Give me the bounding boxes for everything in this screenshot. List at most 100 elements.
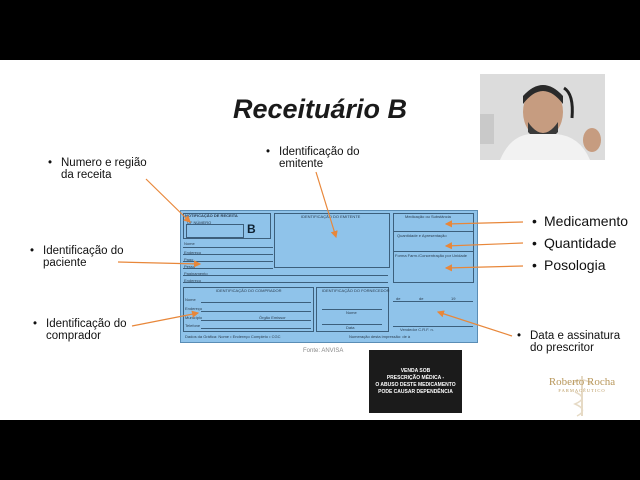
form-right-field: Forma Farm./Concentração por Unidade [395,253,468,258]
form-date-mark: de [419,296,424,301]
form-field: Endereço [184,278,202,283]
form-vendedor: Vendedor C.R.F. n. [400,327,434,332]
annotation-arrows [117,171,524,337]
label-line: Numero e região [61,157,147,169]
form-line [183,268,273,269]
form-line [322,324,382,325]
form-line [183,254,273,255]
form-emitente-box [274,213,390,268]
label-identificacao-emitente: • Identificação do emitente [266,146,360,170]
caduceus-icon [571,376,593,417]
form-emitente-header: IDENTIFICAÇÃO DO EMITENTE [301,214,361,219]
label-line: Identificação do [279,146,360,158]
form-comprador-header: IDENTIFICAÇÃO DO COMPRADOR [216,288,282,293]
brand-subtitle: FARMACÊUTICO [543,388,621,393]
form-line [201,311,311,312]
form-field: Pesso [184,264,196,269]
label-line: emitente [279,158,324,170]
form-right-field: Medicação ou Substância [405,214,451,219]
warning-line: O ABUSO DESTE MEDICAMENTO [375,382,456,388]
label-quantidade: • Quantidade [532,235,617,251]
label-line: Identificação do [46,318,127,330]
form-number-box [186,224,244,238]
form-medicamento-box [393,213,474,283]
warning-line: PODE CAUSAR DEPENDÊNCIA [378,389,453,395]
bullet: • [532,257,537,273]
form-field: Paginamento [184,271,208,276]
arrow [117,260,202,268]
presentation-slide: Receituário B • Numero e região da recei… [0,60,640,420]
form-line [393,301,473,302]
form-comprador-field: Telefone [185,323,201,328]
label-identificacao-paciente: • Identificação do paciente [30,245,124,269]
warning-line: VENDA SOB [400,368,431,374]
form-line [201,320,311,321]
form-field: Nome [184,241,195,246]
arrow [145,178,191,223]
form-fornecedor-box [316,287,389,332]
presenter-figure [480,74,605,160]
label-data-assinatura: • Data e assinatura do prescritor [517,330,621,354]
arrow [131,310,200,327]
arrow [444,220,524,228]
warning-label-image: VENDA SOB PRESCRIÇÃO MÉDICA - O ABUSO DE… [369,350,462,413]
form-comprador-field: Endereço [185,306,203,311]
form-line [183,275,388,276]
form-line [183,261,273,262]
bullet: • [33,318,38,330]
form-fornecedor-header: IDENTIFICAÇÃO DO FORNECEDOR [322,288,390,293]
bullet: • [532,235,537,251]
label-numero-regiao: • Numero e região da receita [48,157,147,181]
form-date-mark: de [396,296,401,301]
arrow [436,310,513,337]
form-fornecedor-field: Data [346,325,355,330]
brand-name: Roberto Rocha [548,376,616,388]
bullet: • [517,330,522,342]
prescription-form-image: NOTIFICAÇÃO DE RECEITA UF NÚMERO B IDENT… [180,210,478,343]
form-right-field: Quantidade e Apresentação [397,233,447,238]
arrow [444,264,524,272]
slide-title: Receituário B [233,94,408,124]
bullet: • [30,245,35,257]
form-footer-right: Numeração desta impressão: de à [349,334,411,339]
form-line [201,302,311,303]
form-field: Endereço [184,250,202,255]
form-header-box [183,213,271,239]
label-posologia: • Posologia [532,257,606,273]
bullet: • [48,157,53,169]
label-text: Medicamento [544,213,629,229]
form-comprador-field: Nome [185,297,196,302]
label-line: paciente [43,257,87,269]
form-letter: B [247,222,256,236]
form-footer-left: Dados da Gráfica: Nome • Endereço Comple… [185,334,281,339]
label-medicamento: • Medicamento [532,213,629,229]
form-line [393,251,474,252]
label-line: da receita [61,169,112,181]
arrow [315,171,338,239]
label-line: comprador [46,330,101,342]
form-field: Pago [184,257,194,262]
form-line [183,282,388,283]
form-line [322,309,382,310]
form-fornecedor-field: Nome [346,310,357,315]
form-line [201,328,311,329]
webcam-video-overlay [480,74,605,160]
label-identificacao-comprador: • Identificação do comprador [33,318,127,342]
bullet: • [532,213,537,229]
form-uf-number: UF NÚMERO [187,220,212,225]
brand-logo: Roberto Rocha FARMACÊUTICO [543,376,621,417]
form-header: NOTIFICAÇÃO DE RECEITA [185,213,238,218]
label-text: Quantidade [544,235,617,251]
label-line: do prescritor [530,342,594,354]
bullet: • [266,146,271,158]
label-line: Data e assinatura [530,330,621,342]
source-caption: Fonte: ANVISA [303,348,344,354]
form-line [393,231,474,232]
label-line: Identificação do [43,245,124,257]
form-line [393,326,473,327]
form-date-mark: 19 [451,296,456,301]
form-line [183,247,273,248]
form-orgao-emissor: Órgão Emissor [259,315,286,320]
label-text: Posologia [544,257,606,273]
form-comprador-box [183,287,314,332]
